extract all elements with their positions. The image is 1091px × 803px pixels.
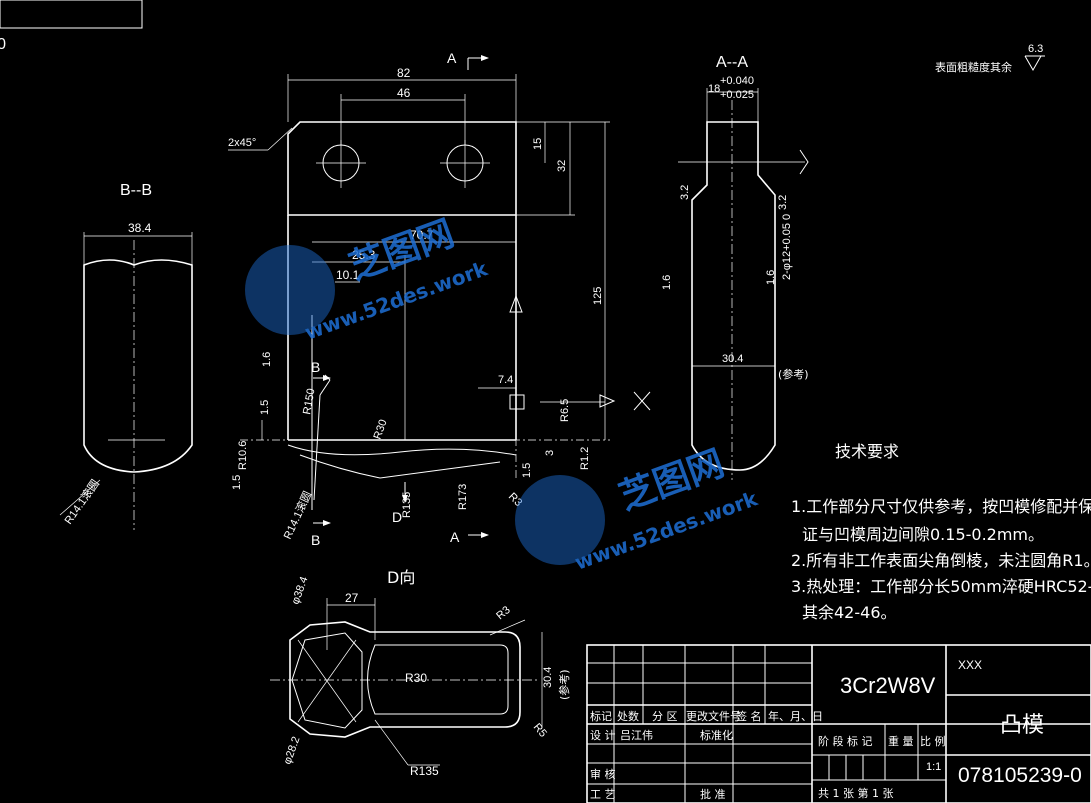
- dim-10-1: 10.1: [336, 268, 360, 282]
- top-drawing-number: 078105239-0: [0, 0, 143, 51]
- dim-82: 82: [397, 66, 411, 80]
- dim-r6-5: R6.5: [559, 399, 571, 422]
- dim-18: 18: [708, 83, 720, 95]
- dim-70-7: 70.7: [410, 228, 434, 242]
- tb-scale-value: 1:1: [926, 761, 941, 773]
- tb-label-mark: 标记: [590, 709, 612, 723]
- view-d: D向 27 φ38.4 R3 R30 30.4 (参考) R5 φ28.2 R1…: [270, 568, 571, 778]
- tech-title: 技术要求: [835, 442, 899, 461]
- watermark-logo: 芝图网 www.52des.work 芝图网 www.52des.work: [245, 213, 761, 575]
- tb-part-name: 凸模: [1000, 713, 1044, 738]
- dim-1-6-front: 1.6: [261, 352, 273, 367]
- tb-company: XXX: [958, 658, 982, 672]
- dim-phi12: 2-φ12+0.05 0: [781, 214, 793, 280]
- tech-line-3b: 其余42-46。: [802, 603, 897, 622]
- section-b-b: B--B 38.4 R14.1滚圆: [59, 182, 193, 530]
- dim-1-5-front: 1.5: [259, 400, 271, 415]
- arrow-b-bottom: B: [311, 532, 320, 548]
- dim-27: 27: [345, 591, 359, 605]
- tech-line-1: 1.工作部分尺寸仅供参考，按凹模修配并保: [791, 497, 1091, 516]
- tol-top: +0.040: [720, 75, 754, 87]
- title-block: 标记 处数 分 区 更改文件号 签 名 年、月、日 设 计 吕江伟 标准化 审 …: [586, 644, 1091, 803]
- roughness-symbol-icon: [1024, 55, 1042, 72]
- section-a-a: A--A 18 +0.040 +0.025 3.2 1.6 2-φ12+0.05…: [661, 54, 809, 480]
- dim-r5: R5: [531, 721, 549, 739]
- dim-r3-d: R3: [494, 604, 512, 622]
- dim-r150: R150: [301, 388, 317, 416]
- dim-3: 3: [544, 450, 556, 456]
- dim-3-2-aa: 3.2: [679, 185, 691, 200]
- top-drawing-number-text: 078105239-0: [0, 34, 6, 51]
- tb-material: 3Cr2W8V: [840, 673, 936, 698]
- tb-standard: 标准化: [700, 728, 733, 742]
- dim-r30-d: R30: [405, 671, 427, 685]
- section-b-b-label: B--B: [120, 182, 152, 199]
- dim-3-2-aa-b: 3.2: [777, 195, 789, 210]
- tb-process: 工 艺: [590, 788, 616, 801]
- dim-phi38-4: φ38.4: [290, 575, 311, 606]
- watermark-globe-icon-2: [515, 475, 605, 565]
- surface-roughness-note: 表面粗糙度其余 6.3: [935, 43, 1045, 74]
- dim-125: 125: [592, 287, 604, 305]
- dim-30-4-d: 30.4: [542, 667, 554, 688]
- arrow-a-bottom: A: [450, 529, 460, 545]
- tb-sheets: 共 1 张 第 1 张: [818, 786, 893, 800]
- dim-phi28-2: φ28.2: [282, 735, 303, 766]
- dim-7-4: 7.4: [498, 374, 513, 386]
- dim-1-6-aa: 1.6: [661, 275, 673, 290]
- ref-aa: (参考): [778, 367, 809, 381]
- tb-review: 审 核: [590, 767, 616, 781]
- dim-r14-1: R14.1滚圆: [280, 489, 314, 541]
- dim-1-5-lower: 1.5: [521, 463, 533, 478]
- tb-designer: 吕江伟: [620, 729, 653, 742]
- dim-15: 15: [532, 138, 544, 150]
- dim-r135-d: R135: [410, 764, 439, 778]
- dim-30-4-aa: 30.4: [722, 353, 743, 365]
- arrow-a-top: A: [447, 50, 457, 66]
- tech-line-2: 2.所有非工作表面尖角倒棱，未注圆角R1。: [791, 551, 1091, 570]
- tb-scale: 比 例: [920, 734, 946, 748]
- dim-r173: R173: [457, 484, 469, 510]
- surface-note-text: 表面粗糙度其余: [935, 60, 1012, 74]
- tb-label-count: 处数: [617, 710, 639, 723]
- dim-46: 46: [397, 86, 411, 100]
- tb-label-date: 年、月、日: [768, 709, 823, 723]
- surface-value: 6.3: [1028, 43, 1043, 55]
- dim-32: 32: [556, 160, 568, 172]
- watermark-globe-icon: [245, 245, 335, 335]
- tol-bottom: +0.025: [720, 89, 754, 101]
- arrow-d: D: [392, 509, 402, 525]
- tech-line-3: 3.热处理：工作部分长50mm淬硬HRC52-56，: [791, 577, 1091, 596]
- dim-38-4: 38.4: [128, 221, 152, 235]
- dim-r30: R30: [372, 418, 390, 441]
- section-a-a-label: A--A: [716, 54, 748, 71]
- technical-requirements: 技术要求 1.工作部分尺寸仅供参考，按凹模修配并保 证与凹模周边间隙0.15-0…: [791, 442, 1091, 622]
- tb-drawing-no: 078105239-0: [958, 764, 1082, 787]
- section-arrows: A A B B D: [311, 50, 489, 548]
- tb-label-change-doc: 更改文件号: [686, 709, 741, 723]
- dim-r1-2: R1.2: [579, 447, 591, 470]
- tb-design: 设 计: [590, 729, 616, 742]
- dim-25-3: 25.3: [352, 248, 376, 262]
- front-view: [240, 121, 651, 510]
- dim-r14-1-bb: R14.1滚圆: [61, 477, 102, 527]
- tb-label-zone: 分 区: [652, 710, 678, 723]
- tb-label-sign: 签 名: [736, 709, 762, 723]
- dim-chamfer: 2x45°: [228, 137, 256, 149]
- dim-1-5-left: 1.5: [231, 475, 243, 490]
- dim-r10-6: R10.6: [237, 441, 249, 470]
- dim-1-6-aa-b: 1.6: [765, 270, 777, 285]
- tb-approve: 批 准: [700, 787, 726, 801]
- tb-stage: 阶 段 标 记: [818, 734, 873, 748]
- tb-weight: 重 量: [888, 734, 914, 748]
- ref-d: (参考): [557, 669, 571, 700]
- tech-line-1b: 证与凹模周边间隙0.15-0.2mm。: [802, 525, 1044, 544]
- arrow-b-top: B: [311, 359, 320, 375]
- view-d-label: D向: [387, 568, 415, 587]
- dim-r135: R135: [401, 492, 413, 518]
